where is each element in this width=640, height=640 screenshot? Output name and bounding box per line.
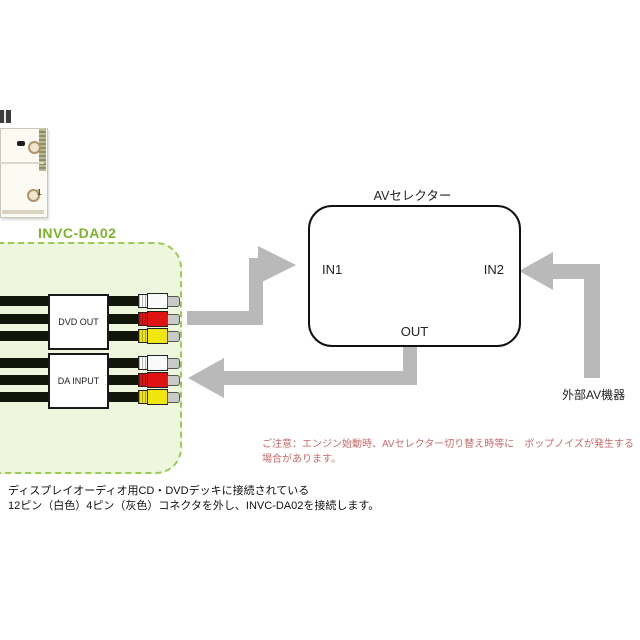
adapter-name-label: INVC-DA02 <box>38 225 117 241</box>
rca-plug-red <box>138 372 180 388</box>
rca-tip <box>167 392 180 403</box>
connector-photo-slot <box>17 141 25 146</box>
rca-tip <box>167 314 180 325</box>
external-device-label: 外部AV機器 <box>562 388 626 402</box>
rca-body <box>147 389 168 405</box>
da-input-box: DA INPUT <box>48 353 109 409</box>
rca-body <box>147 311 168 327</box>
rca-tip <box>167 331 180 342</box>
connector-photo-hole-bottom <box>27 189 40 202</box>
cable <box>103 358 139 368</box>
connector-photo-shadow <box>2 210 44 214</box>
arrow-out-to-dainput <box>403 337 417 381</box>
arrow-external-to-in2 <box>553 264 600 279</box>
caution-text: ご注意：エンジン始動時、AVセレクター切り替え時等に ポップノイズが発生する場合… <box>262 439 634 465</box>
av-selector-box: IN1 IN2 OUT <box>308 205 521 347</box>
cable <box>0 392 48 402</box>
arrowhead-left-icon <box>188 358 224 398</box>
cable <box>103 392 139 402</box>
cable <box>0 358 48 368</box>
photo-barcode-fragment <box>0 110 11 123</box>
da-input-label: DA INPUT <box>57 376 100 386</box>
port-out-label: OUT <box>400 324 429 339</box>
dvd-out-label: DVD OUT <box>58 317 99 327</box>
cable <box>0 296 48 306</box>
cable <box>103 314 139 324</box>
rca-tip <box>167 375 180 386</box>
connector-pin1-label: 1 <box>37 188 42 197</box>
instruction-line-2: 12ピン（白色）4ピン（灰色）コネクタを外し、INVC-DA02を接続します。 <box>8 499 380 512</box>
av-selector-title: AVセレクター <box>373 189 452 203</box>
cable <box>0 331 48 341</box>
arrow-external-to-in2 <box>584 264 600 378</box>
rca-body <box>147 355 168 371</box>
instruction-text: ディスプレイオーディオ用CD・DVDデッキに接続されている 12ピン（白色）4ピ… <box>8 484 508 513</box>
rca-plug-white <box>138 355 180 371</box>
instruction-line-1: ディスプレイオーディオ用CD・DVDデッキに接続されている <box>8 485 310 497</box>
port-in1-label: IN1 <box>322 262 343 277</box>
cable <box>0 314 48 324</box>
connector-photo-texture <box>39 129 46 171</box>
rca-plug-white <box>138 293 180 309</box>
cable <box>103 296 139 306</box>
dvd-out-box: DVD OUT <box>48 294 109 350</box>
arrow-out-to-dainput <box>224 371 417 385</box>
rca-tip <box>167 358 180 369</box>
rca-plug-yellow <box>138 328 180 344</box>
rca-tip <box>167 296 180 307</box>
arrow-dvdout-to-in1 <box>187 311 263 325</box>
rca-plug-yellow <box>138 389 180 405</box>
arrowhead-left-icon <box>519 252 553 290</box>
connector-photo-seam <box>0 162 44 164</box>
connector-photo-hole-top <box>28 141 41 154</box>
rca-body <box>147 372 168 388</box>
arrowhead-right-icon <box>258 246 296 284</box>
cable <box>0 375 48 385</box>
cable <box>103 331 139 341</box>
rca-plug-red <box>138 311 180 327</box>
port-in2-label: IN2 <box>483 262 504 277</box>
cable <box>103 375 139 385</box>
rca-body <box>147 328 168 344</box>
rca-body <box>147 293 168 309</box>
